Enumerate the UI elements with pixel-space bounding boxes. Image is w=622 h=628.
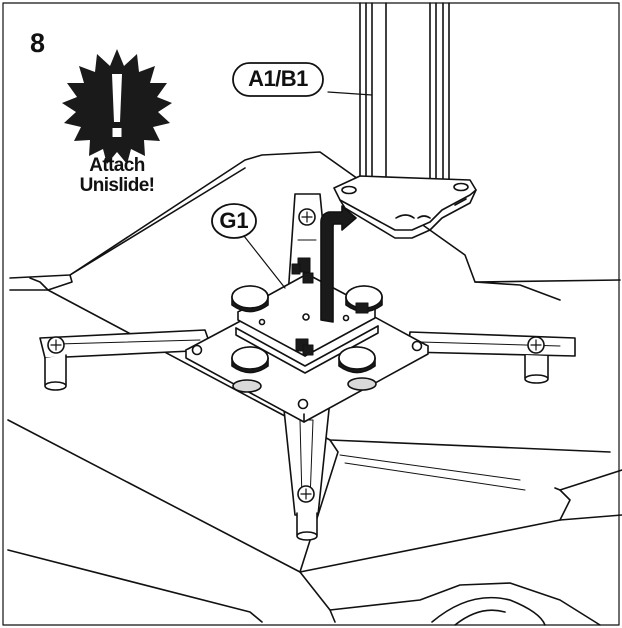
part-label-g1: G1 <box>219 208 249 233</box>
column-a1-b1 <box>359 2 450 211</box>
mount-arm-front <box>282 399 331 541</box>
label-capsule-a1-b1 <box>232 62 324 97</box>
mount-arm-left <box>39 329 213 391</box>
warning-text: Attach Unislide! <box>62 156 172 196</box>
step-number: 8 <box>30 28 46 58</box>
mount-plate-upper <box>235 273 379 374</box>
column-bracket <box>333 175 477 239</box>
leader-line-g1 <box>243 235 286 289</box>
insert-arrow-icon <box>320 205 357 323</box>
plate-screws <box>291 257 369 356</box>
adjustment-knobs <box>231 285 383 374</box>
warning-text-line2: Unislide! <box>79 175 155 196</box>
leader-line-a1-b1 <box>327 91 373 96</box>
warning-text-line1: Attach <box>89 155 145 176</box>
label-capsule-g1 <box>211 203 257 239</box>
part-label-a1-b1: A1/B1 <box>248 66 308 91</box>
mount-arm-right <box>407 331 576 384</box>
exclamation-starburst-icon <box>62 49 172 164</box>
